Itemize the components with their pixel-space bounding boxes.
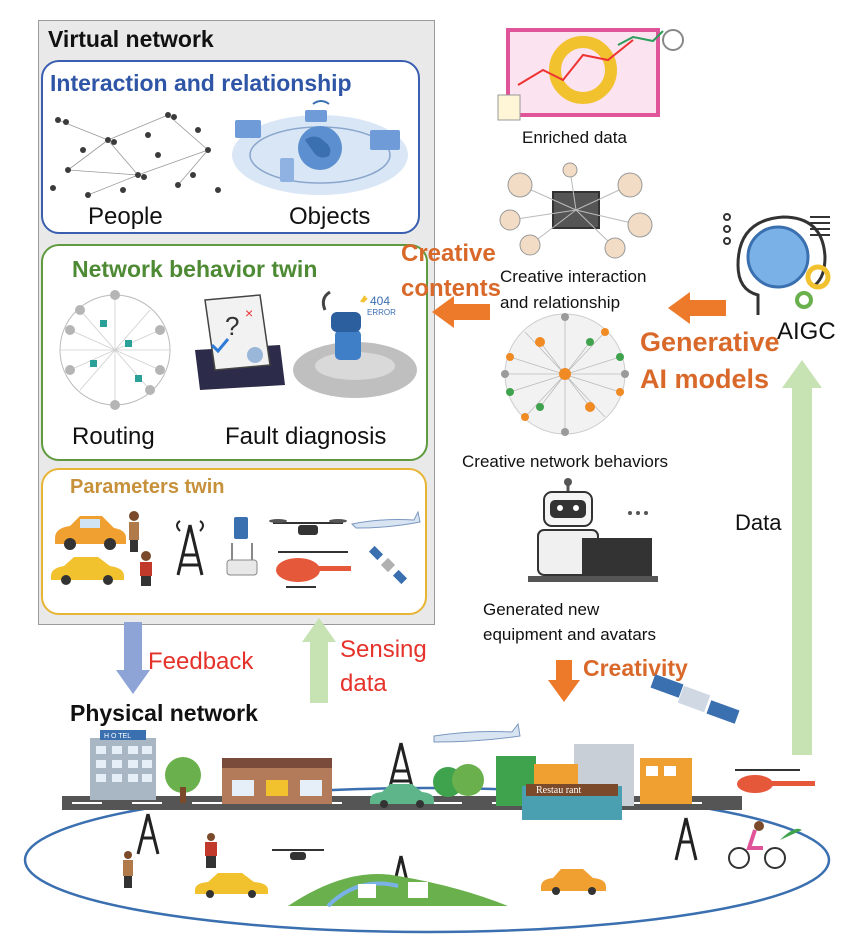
- objects-label: Objects: [289, 203, 371, 230]
- routing-network-icon: [59, 290, 171, 410]
- arrow-aigc-to-models: [668, 292, 726, 324]
- person-physical-icon: [123, 851, 133, 888]
- aigc-label: AIGC: [777, 318, 836, 345]
- feedback-arrow-down: [116, 622, 150, 694]
- satellite-icon: [368, 545, 408, 585]
- car-green-physical-icon: [370, 784, 434, 808]
- parameters-title: Parameters twin: [70, 476, 225, 498]
- physical-network-title: Physical network: [70, 700, 258, 726]
- enriched-data-label: Enriched data: [522, 128, 627, 147]
- objects-globe-icon: [232, 100, 408, 195]
- neural-network-icon: [501, 313, 629, 436]
- creative-contents-label-2: contents: [401, 275, 502, 302]
- data-label: Data: [735, 510, 782, 535]
- people-crowd-icon: [50, 112, 221, 198]
- hotel-sign: H O TEL: [104, 733, 131, 740]
- restaurant-sign: Restau rant: [536, 785, 581, 796]
- equipment-label-2: equipment and avatars: [483, 625, 656, 644]
- creative-interaction-icon: [499, 162, 653, 259]
- hotel-building-icon: H O TEL: [90, 730, 156, 800]
- village-icon: [288, 874, 508, 908]
- virtual-network-title: Virtual network: [48, 26, 214, 52]
- svg-text:?: ?: [225, 311, 239, 341]
- satellite-physical-icon: [650, 674, 740, 724]
- creativity-label: Creativity: [583, 655, 688, 681]
- feedback-label: Feedback: [148, 648, 254, 675]
- supermarket-building-icon: [222, 758, 332, 804]
- sensing-data-label-1: Sensing: [340, 636, 427, 663]
- interaction-title: Interaction and relationship: [50, 70, 352, 96]
- behavior-title: Network behavior twin: [72, 256, 318, 282]
- aigc-head-icon: [723, 213, 831, 315]
- helicopter-icon: [276, 551, 351, 588]
- drone-physical-icon: [272, 849, 324, 860]
- arrow-creative-contents: [432, 296, 490, 328]
- car-orange-physical-icon: [541, 869, 606, 895]
- robot-laptop-icon: [528, 478, 658, 582]
- people-label: People: [88, 203, 163, 230]
- restaurant-building-icon: Restau rant: [496, 744, 634, 820]
- routing-label: Routing: [72, 423, 155, 450]
- sensing-arrow-up: [302, 618, 336, 703]
- cell-tower-center-icon: [387, 742, 415, 792]
- drone-icon: [269, 519, 347, 535]
- tree-icon: [165, 757, 201, 803]
- cyclist-icon: [728, 821, 802, 869]
- taxi-icon: [51, 557, 124, 585]
- shop-yellow-icon: [640, 758, 692, 804]
- data-arrow-up: [782, 360, 822, 755]
- tower-right-icon: [674, 817, 698, 861]
- fault-diagnosis-label: Fault diagnosis: [225, 423, 387, 450]
- arrow-creativity-down: [548, 660, 580, 702]
- router-phone-icon: [226, 517, 258, 576]
- clipboard-diagnosis-icon: ? ×: [195, 294, 285, 390]
- creative-contents-label-1: Creative: [401, 240, 496, 267]
- fault-robot-icon: 404 ERROR: [293, 290, 417, 398]
- airplane-icon: [350, 510, 421, 529]
- error-code-label: 404: [370, 294, 390, 308]
- creative-interaction-label-2: and relationship: [500, 293, 621, 312]
- enriched-data-monitor-icon: [497, 28, 684, 121]
- sensing-data-label-2: data: [340, 670, 387, 697]
- svg-text:×: ×: [245, 305, 253, 321]
- creative-behaviors-label: Creative network behaviors: [462, 452, 668, 471]
- bush-icon: [433, 764, 484, 797]
- equipment-label-1: Generated new: [483, 600, 600, 619]
- airplane-physical-icon: [433, 722, 521, 743]
- taxi-physical-icon: [195, 873, 268, 898]
- generative-ai-label-2: AI models: [640, 364, 770, 394]
- tower-left-icon: [136, 813, 160, 855]
- firefighter-physical-icon: [205, 833, 217, 868]
- creative-interaction-label-1: Creative interaction: [500, 267, 647, 286]
- person-figures-icon: [129, 511, 152, 586]
- helicopter-physical-icon: [735, 769, 815, 793]
- cell-tower-icon: [176, 520, 204, 576]
- car-orange-icon: [55, 516, 126, 550]
- error-word-label: ERROR: [367, 308, 396, 317]
- generative-ai-label-1: Generative: [640, 327, 780, 357]
